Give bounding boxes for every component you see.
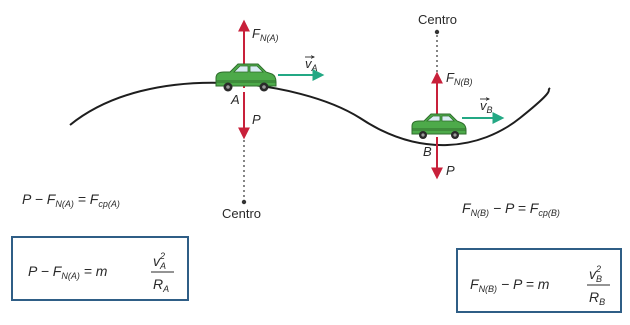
equation-box-b <box>456 248 622 313</box>
box-equation-b-lhs: FN(B) − P = m <box>470 276 550 294</box>
equation-box-a <box>11 236 189 301</box>
box-equation-a-lhs: P − FN(A) = m <box>28 263 108 281</box>
velocity-label-a: vA <box>305 56 318 73</box>
normal-force-label-a: FN(A) <box>252 26 278 43</box>
weight-label-a: P <box>252 112 261 127</box>
center-label-a: Centro <box>222 206 261 221</box>
center-point-b <box>434 29 440 35</box>
center-point-a <box>241 199 247 205</box>
track-curve <box>69 81 551 146</box>
point-a-label: A <box>230 92 240 107</box>
normal-force-label-b: FN(B) <box>446 70 472 87</box>
point-b-label: B <box>423 144 432 159</box>
velocity-label-b: vB <box>480 98 493 115</box>
box-equation-b-denominator: RB <box>589 289 605 307</box>
car-icon <box>411 113 467 139</box>
equation-a: P − FN(A) = Fcp(A) <box>22 191 120 209</box>
car-icon <box>215 63 277 92</box>
equation-b: FN(B) − P = Fcp(B) <box>462 200 560 218</box>
center-label-b: Centro <box>418 12 457 27</box>
weight-label-b: P <box>446 163 455 178</box>
box-equation-a-denominator: RA <box>153 276 169 294</box>
